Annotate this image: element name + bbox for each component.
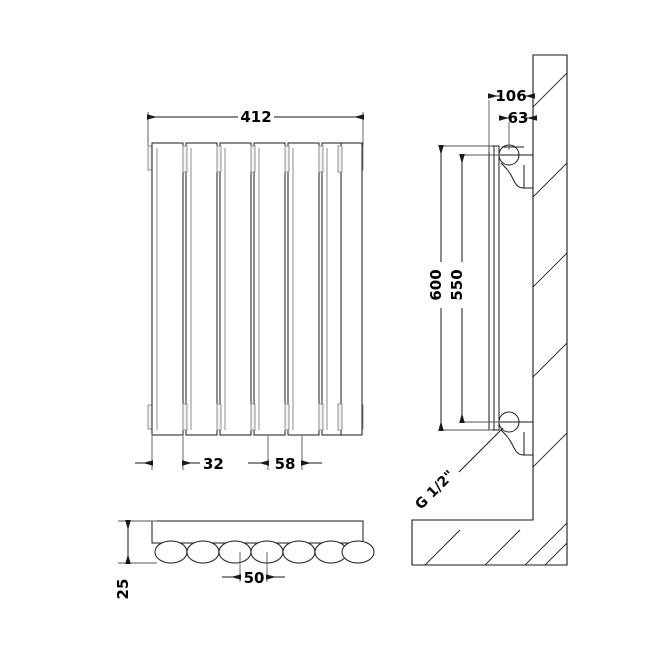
dim-label-106: 106	[495, 87, 526, 105]
panel-connector-tab	[182, 145, 188, 173]
dimension-tube-pitch-50: 50	[222, 552, 285, 587]
dimension-overall-height-600: 600	[427, 145, 492, 431]
dim-label-550: 550	[448, 269, 466, 300]
panel-connector-tab	[182, 403, 188, 431]
dim-label-412: 412	[240, 108, 271, 126]
panel-connector-tab	[284, 403, 290, 431]
top-valve-bracket	[498, 144, 533, 189]
dim-label-58: 58	[275, 455, 296, 473]
plan-header-bar	[151, 520, 364, 544]
panel-connector-tab	[250, 145, 256, 173]
wall-and-floor-outline	[411, 54, 568, 566]
dimension-overall-width-412: 412	[147, 108, 364, 150]
panel-connector-tab	[250, 403, 256, 431]
leader-line-g-half	[458, 427, 504, 473]
panel-connector-tab	[337, 403, 343, 431]
panel-connector-tab	[337, 145, 343, 173]
panel-connector-tab	[318, 145, 324, 173]
plan-tube-ellipse	[186, 540, 220, 564]
radiator-side-profile	[488, 144, 533, 456]
dimension-panel-width-32: 32	[135, 436, 224, 473]
radiator-panel-group	[147, 142, 364, 436]
top-bracket-profile	[500, 162, 533, 189]
dim-label-32: 32	[203, 455, 224, 473]
dimension-depth-25: 25	[114, 520, 157, 600]
dimension-centre-height-550: 550	[448, 154, 500, 423]
wall-assembly	[411, 54, 568, 566]
plan-tube-ellipse	[282, 540, 316, 564]
side-section-view: 106 63 600 550 G 1/2"	[411, 54, 568, 566]
dim-label-25: 25	[114, 579, 132, 600]
panel-connector-tab	[216, 403, 222, 431]
front-elevation-view: 412	[135, 108, 364, 473]
plan-tube-ellipse	[154, 540, 188, 564]
plan-tube-ellipse	[218, 540, 252, 564]
dimension-wall-offset-106: 106	[488, 87, 535, 152]
bottom-bracket-profile	[500, 429, 533, 456]
plan-tube-ellipse	[341, 540, 375, 564]
panel-fin	[340, 142, 363, 436]
dimension-panel-pitch-58: 58	[248, 436, 322, 473]
bottom-plan-view: 25 50	[114, 520, 375, 600]
dim-label-50: 50	[244, 569, 265, 587]
dim-label-63: 63	[508, 109, 529, 127]
panel-connector-tab	[216, 145, 222, 173]
panel-connector-tab	[284, 145, 290, 173]
panel-connector-tab	[318, 403, 324, 431]
dim-label-600: 600	[427, 269, 445, 300]
dimension-bracket-offset-63: 63	[499, 109, 537, 150]
